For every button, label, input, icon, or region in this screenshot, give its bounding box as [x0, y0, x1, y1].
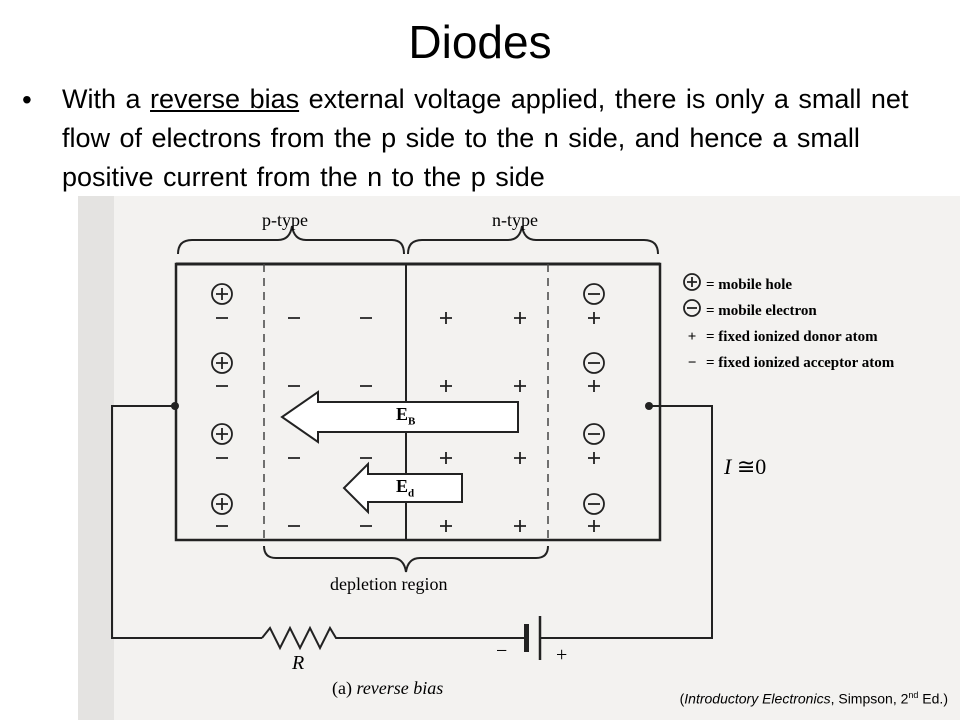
bullet-text: With a reverse bias external voltage app… — [62, 80, 932, 197]
battery-minus-label: − — [496, 640, 508, 662]
citation-end: Ed.) — [918, 690, 948, 707]
depletion-region-label: depletion region — [330, 574, 448, 594]
caption-prefix: (a) — [332, 678, 352, 698]
p-side-charges — [211, 283, 372, 527]
applied-field-arrow — [342, 461, 463, 515]
legend-acceptor-text: = fixed ionized acceptor atom — [706, 355, 895, 371]
n-type-brace — [407, 225, 659, 255]
page-gutter-shadow — [78, 196, 114, 720]
right-wire — [548, 405, 713, 639]
p-type-brace — [177, 225, 405, 255]
n-side-charges — [440, 283, 605, 532]
battery-short-plate — [524, 624, 529, 652]
hole-plus-mark — [216, 357, 228, 369]
hole-icon — [211, 423, 233, 445]
resistor-label: R — [292, 652, 305, 674]
bullet-text-start: With a — [62, 84, 151, 114]
legend-item-donor: + = fixed ionized donor atom — [678, 324, 894, 350]
hole-plus-mark — [216, 428, 228, 440]
built-in-field-arrow — [280, 390, 519, 444]
legend-hole-plus — [687, 277, 697, 287]
legend-hole-icon — [683, 273, 701, 291]
diode-figure: p-type n-type EB Ed depletion region I ≅… — [78, 196, 960, 720]
resistor-symbol — [261, 625, 518, 651]
hole-plus-mark — [216, 288, 228, 300]
bullet-text-underlined: reverse bias — [150, 84, 300, 114]
legend: = mobile hole = mobile electron + = fixed… — [678, 272, 895, 376]
hole-icon — [211, 493, 233, 515]
donor-ion-marks — [588, 312, 600, 532]
citation-book-title: Introductory Electronics — [684, 690, 831, 707]
depletion-acceptor-marks — [288, 317, 372, 527]
depletion-brace — [263, 545, 549, 573]
legend-item-electron: = mobile electron — [678, 298, 894, 324]
legend-item-hole: = mobile hole — [678, 272, 894, 298]
field-d-label: Ed — [396, 476, 414, 500]
acceptor-ion-marks — [216, 317, 228, 527]
citation-edition-suffix: nd — [908, 690, 919, 700]
legend-electron-icon — [683, 299, 701, 317]
legend-acceptor-symbol: − — [687, 355, 697, 371]
caption-text: reverse bias — [356, 678, 444, 698]
electron-icon — [583, 493, 605, 515]
figure-caption: (a) reverse bias — [332, 678, 443, 699]
hole-icon — [211, 283, 233, 305]
current-approx-sign: ≅ — [736, 454, 756, 479]
citation-author: , Simpson, 2 — [830, 690, 909, 707]
left-wire — [111, 405, 262, 639]
bullet-text-rest: external voltage applied, there is only … — [62, 84, 909, 192]
p-type-label: p-type — [262, 210, 308, 230]
electron-icon — [583, 352, 605, 374]
citation: (Introductory Electronics, Simpson, 2nd … — [680, 686, 948, 708]
field-b-symbol: E — [396, 404, 409, 424]
field-d-subscript: d — [408, 487, 415, 500]
electron-icon — [583, 283, 605, 305]
legend-donor-symbol: + — [687, 329, 697, 345]
hole-plus-mark — [216, 498, 228, 510]
electron-icon — [583, 423, 605, 445]
current-symbol: I — [724, 454, 732, 479]
legend-hole-text: = mobile hole — [706, 277, 793, 293]
legend-item-acceptor: −= fixed ionized acceptor atom — [678, 350, 895, 376]
field-d-symbol: E — [396, 476, 409, 496]
bullet-marker: • — [22, 84, 32, 115]
field-b-label: EB — [396, 404, 415, 428]
legend-donor-text: = fixed ionized donor atom — [706, 329, 878, 345]
hole-icon — [211, 352, 233, 374]
legend-electron-text: = mobile electron — [706, 303, 817, 319]
depletion-donor-marks — [440, 312, 526, 532]
citation-open: ( — [679, 690, 685, 707]
slide-title: Diodes — [408, 16, 552, 68]
current-label: I ≅0 — [724, 454, 766, 480]
current-value: 0 — [755, 454, 767, 479]
field-b-subscript: B — [408, 415, 416, 428]
n-type-label: n-type — [492, 210, 538, 230]
diode-diagram-drawing — [78, 196, 960, 720]
battery-plus-label: + — [556, 644, 568, 666]
